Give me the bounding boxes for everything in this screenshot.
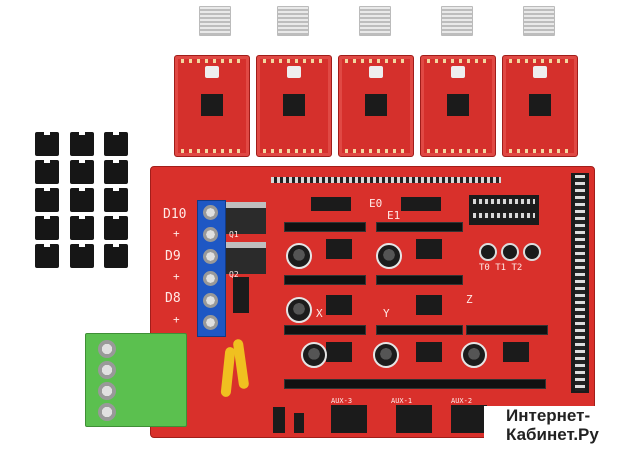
green-power-terminal: [85, 333, 187, 427]
label-d10: D10: [163, 207, 187, 222]
label-q1: Q1: [229, 230, 239, 239]
label-aux2: AUX-2: [451, 397, 473, 405]
label-x: X: [316, 307, 323, 320]
label-aux3: AUX-3: [331, 397, 353, 405]
heatsink: [359, 6, 391, 36]
label-d8: D8: [165, 291, 181, 306]
label-plus: +: [173, 270, 180, 283]
label-q2: Q2: [229, 270, 239, 279]
label-e1: E1: [387, 209, 401, 222]
label-aux1: AUX-1: [391, 397, 413, 405]
stepper-driver: [174, 55, 250, 157]
watermark-line1: Интернет-: [506, 406, 591, 425]
stepper-driver: [338, 55, 414, 157]
blue-screw-terminal: [197, 200, 226, 337]
label-y: Y: [383, 307, 390, 320]
heatsink: [523, 6, 555, 36]
label-d9: D9: [165, 249, 181, 264]
heatsink: [199, 6, 231, 36]
label-plus: +: [173, 313, 180, 326]
stepper-driver: [256, 55, 332, 157]
label-z: Z: [466, 293, 473, 306]
label-e0: E0: [369, 197, 383, 210]
label-plus: +: [173, 227, 180, 240]
watermark: Интернет- Кабинет.Ру: [484, 406, 640, 455]
watermark-line2: Кабинет.Ру: [506, 425, 599, 444]
stepper-driver: [420, 55, 496, 157]
stepper-driver: [502, 55, 578, 157]
heatsink: [441, 6, 473, 36]
heatsink: [277, 6, 309, 36]
label-temp: T0 T1 T2: [479, 263, 523, 273]
